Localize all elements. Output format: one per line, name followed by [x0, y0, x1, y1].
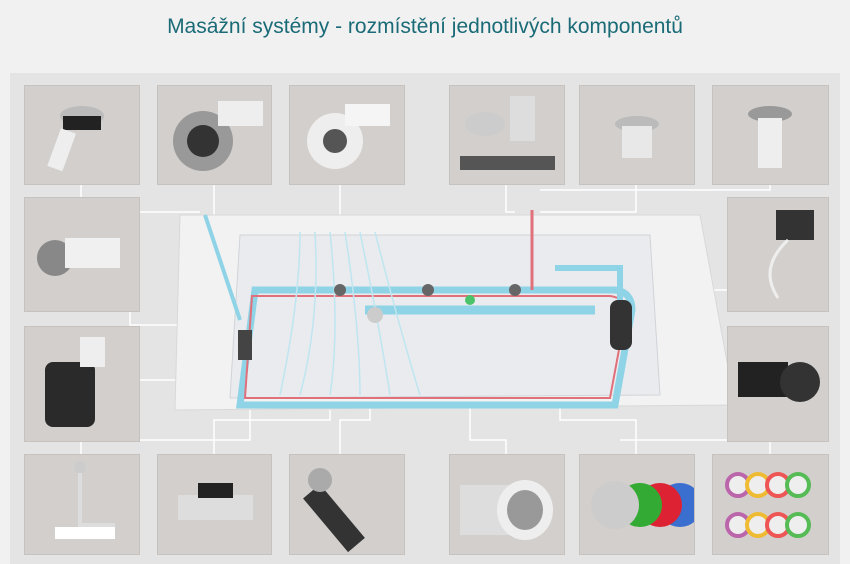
air-nozzle-thumb	[579, 85, 695, 185]
led-light-thumb	[579, 454, 695, 555]
jets	[238, 284, 632, 360]
pipes	[203, 210, 636, 409]
suction-cover-thumb	[449, 454, 565, 555]
large-whirlpool-jet-thumb	[157, 85, 272, 185]
bathtub-basin	[229, 234, 661, 399]
medium-whirlpool-jet-thumb	[289, 85, 405, 185]
chromotherapy-lights-thumb	[712, 454, 829, 555]
pneumatic-button-thumb	[24, 85, 140, 185]
water-pump-thumb	[727, 326, 829, 442]
heater-thumb	[157, 454, 272, 555]
air-blower-thumb	[24, 326, 140, 442]
drain-valve-thumb	[712, 85, 829, 185]
waste-overflow-thumb	[24, 454, 140, 555]
suction-fitting-thumb	[289, 454, 405, 555]
small-whirlpool-jet-thumb	[24, 197, 140, 312]
sensor-thumb	[727, 197, 829, 312]
control-panel-thumb	[449, 85, 565, 185]
page-title: Masážní systémy - rozmístění jednotlivýc…	[167, 15, 683, 38]
